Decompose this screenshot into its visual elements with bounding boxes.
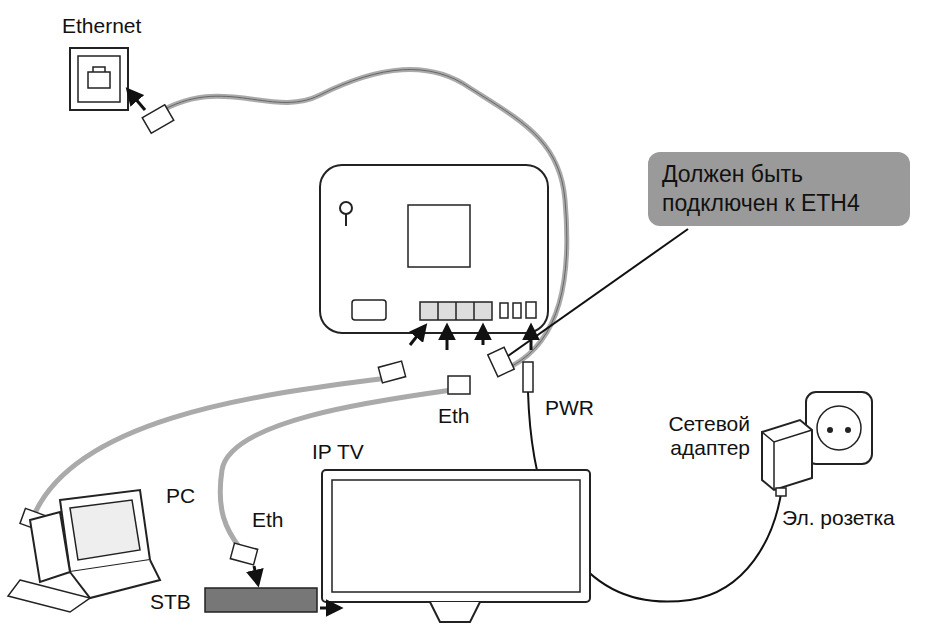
tv xyxy=(322,470,590,622)
device-label: Эл. розетка xyxy=(782,506,895,530)
port-label: Ethernet xyxy=(62,14,141,38)
power-adapter xyxy=(762,420,812,496)
device-label: IP TV xyxy=(312,440,364,464)
stb-box xyxy=(205,588,317,612)
router xyxy=(320,165,548,333)
device-label: PC xyxy=(166,484,195,508)
leader-line xyxy=(508,229,688,356)
device-label: Сетевой адаптер xyxy=(650,412,750,460)
pc xyxy=(8,490,160,612)
rj45-plug xyxy=(488,347,514,376)
device-label: STB xyxy=(150,590,191,614)
callout-text: Должен быть подключен к ETH4 xyxy=(662,160,896,218)
port-label: Eth xyxy=(438,404,470,428)
insert-arrow xyxy=(482,326,485,345)
insert-arrow xyxy=(254,566,258,584)
wan-cable-edge xyxy=(150,70,567,366)
callout-box: Должен быть подключен к ETH4 xyxy=(648,152,910,226)
wall-socket xyxy=(70,48,128,110)
rj45-plug xyxy=(448,376,470,394)
power-outlet xyxy=(806,392,872,464)
power-plug xyxy=(523,362,533,392)
rj45-plug xyxy=(230,543,257,565)
port-label: PWR xyxy=(545,396,594,420)
insert-arrow xyxy=(410,326,425,345)
insert-arrow xyxy=(446,326,449,350)
wan-cable xyxy=(150,70,567,366)
rj45-plug xyxy=(378,361,405,383)
rj45-plug xyxy=(142,105,174,134)
av-arrow xyxy=(320,607,340,610)
insert-arrow xyxy=(128,90,145,110)
port-label: Eth xyxy=(252,508,284,532)
